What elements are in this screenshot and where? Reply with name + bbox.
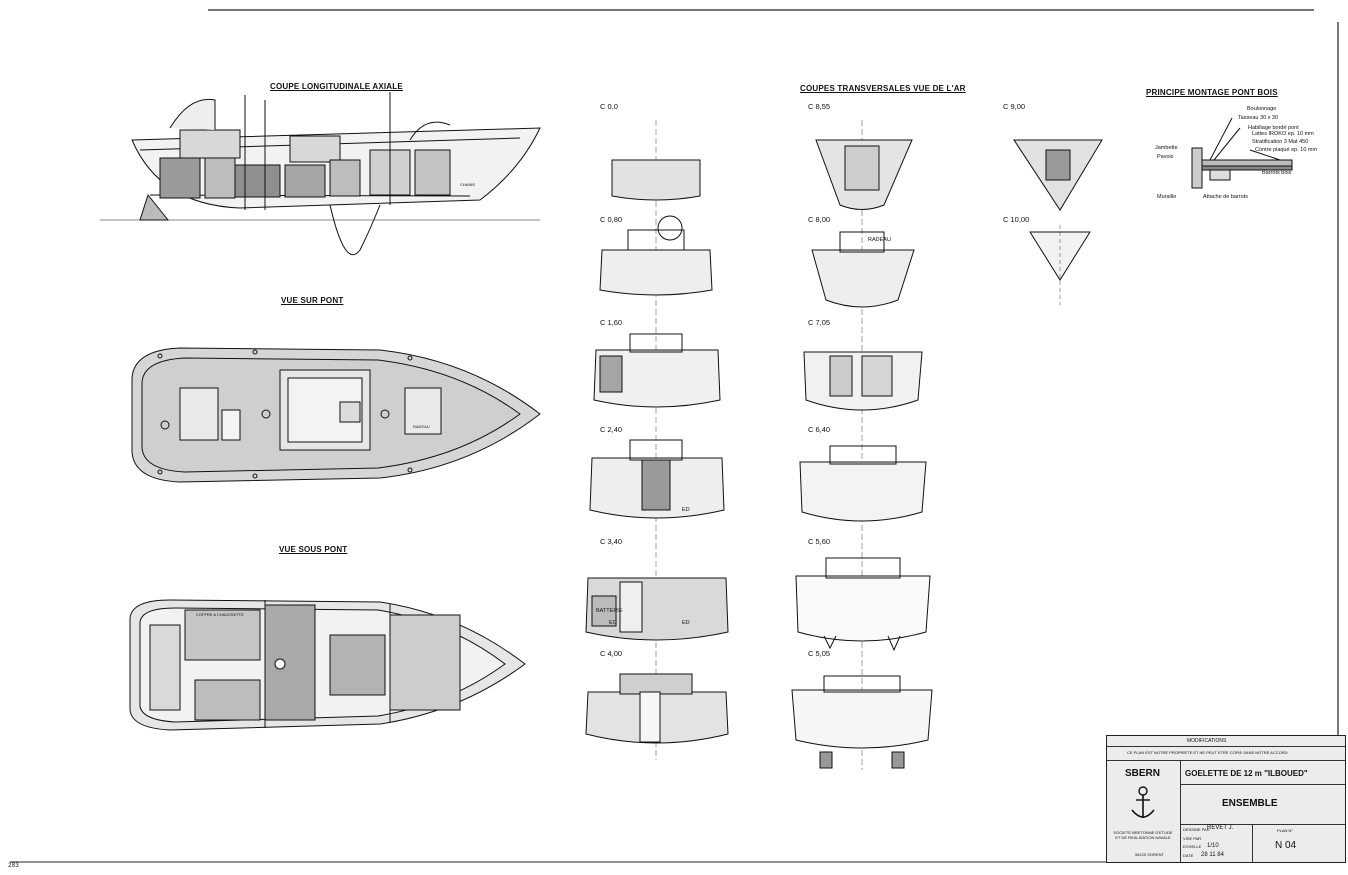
vue-sous-pont-title: VUE SOUS PONT [279, 545, 348, 554]
section-label: C 0,0 [600, 102, 618, 111]
section-label: C 3,40 [600, 537, 623, 546]
section-label: C 4,00 [600, 649, 623, 658]
radeau-label: RADEAU [413, 424, 430, 429]
detail-label-lattes: Lattes IROKO ep. 10 mm [1252, 131, 1314, 137]
chaine-label: CHAINE [460, 182, 475, 187]
drawing-title: ENSEMBLE [1222, 798, 1278, 809]
ed-label: ED [682, 507, 690, 513]
section-label: C 10,00 [1003, 215, 1030, 224]
date-value: 28 11 84 [1201, 852, 1224, 858]
vue-sur-pont-title: VUE SUR PONT [281, 296, 344, 305]
longitudinal-section: CHAINE [100, 92, 541, 256]
date-label: DATE [1183, 853, 1194, 858]
deck-detail [1191, 117, 1293, 189]
batterie-label: BATTERIE [596, 608, 623, 614]
sections-col2 [791, 120, 933, 770]
title-block: MODIFICATIONS CE PLAN EST NOTRE PROPRIET… [1106, 735, 1346, 863]
deck-plan: RADEAU [131, 347, 541, 483]
page-number: 283 [8, 862, 19, 869]
dessine-value: REVET J. [1207, 825, 1234, 831]
section-label: C 7,05 [808, 318, 831, 327]
echelle-label: ECHELLE [1183, 844, 1202, 849]
section-label: C 0,80 [600, 215, 623, 224]
divider [1180, 784, 1345, 785]
divider [1107, 746, 1345, 747]
sections-col3 [1013, 139, 1103, 305]
coffre-label: COFFRE A CHAUSSETTE [196, 612, 244, 617]
company-address: 56120 SORENT [1135, 852, 1164, 857]
detail-label-boulonnage: Boulonnage [1247, 106, 1277, 112]
section-label: C 6,40 [808, 425, 831, 434]
detail-label-tasseau: Tasseau 30 x 30 [1238, 115, 1279, 121]
detail-label-jambette: Jambette [1155, 145, 1178, 151]
section-label: C 5,60 [808, 537, 831, 546]
echelle-value: 1/10 [1207, 843, 1219, 849]
divider [1107, 760, 1345, 761]
underdeck-plan: COFFRE A CHAUSSETTE [129, 599, 526, 731]
ownership-notice: CE PLAN EST NOTRE PROPRIETE ET NE PEUT E… [1127, 750, 1288, 755]
section-label: C 5,05 [808, 649, 831, 658]
dessine-label: DESSINE PAR [1183, 827, 1210, 832]
radeau-section-label: RADEAU [868, 237, 891, 243]
detail-label-muraille: Muraille [1157, 194, 1177, 200]
ed-label: ED [682, 620, 690, 626]
project-title: GOELETTE DE 12 m "ILBOUED" [1185, 769, 1308, 778]
detail-label-habillage: Habillage bordé pont [1248, 125, 1299, 131]
detail-label-pavois: Pavois [1157, 154, 1174, 160]
vise-label: VISE PAR [1183, 836, 1202, 841]
divider [1252, 824, 1253, 862]
coupes-transversales-title: COUPES TRANSVERSALES VUE DE L'AR [800, 84, 966, 93]
company-name: SBERN [1125, 768, 1161, 779]
eo-label: EO [609, 620, 617, 626]
company-description: SOCIETE BRETONNE D'ETUDE ET DE REALISATI… [1113, 830, 1173, 840]
divider [1180, 824, 1345, 825]
modifications-header: MODIFICATIONS [1187, 738, 1227, 744]
sections-col1 [585, 120, 729, 760]
principe-montage-title: PRINCIPE MONTAGE PONT BOIS [1146, 88, 1278, 97]
plan-number-label: PLAN N° [1277, 828, 1294, 833]
section-label: C 8,00 [808, 215, 831, 224]
section-label: C 1,60 [600, 318, 623, 327]
detail-label-barrots: Barrots bois [1262, 170, 1292, 176]
section-label: C 8,55 [808, 102, 831, 111]
detail-label-stratification: Stratification 3 Mat 450 [1252, 139, 1309, 145]
coupe-longitudinale-title: COUPE LONGITUDINALE AXIALE [270, 82, 403, 91]
detail-label-attache: Attache de barrots [1203, 194, 1248, 200]
plan-number: N 04 [1275, 840, 1297, 851]
anchor-logo [1131, 786, 1155, 818]
divider [1180, 760, 1181, 862]
section-label: C 2,40 [600, 425, 623, 434]
detail-label-contreplaque: Contre plaqué ep. 10 mm [1255, 147, 1318, 153]
section-label: C 9,00 [1003, 102, 1026, 111]
